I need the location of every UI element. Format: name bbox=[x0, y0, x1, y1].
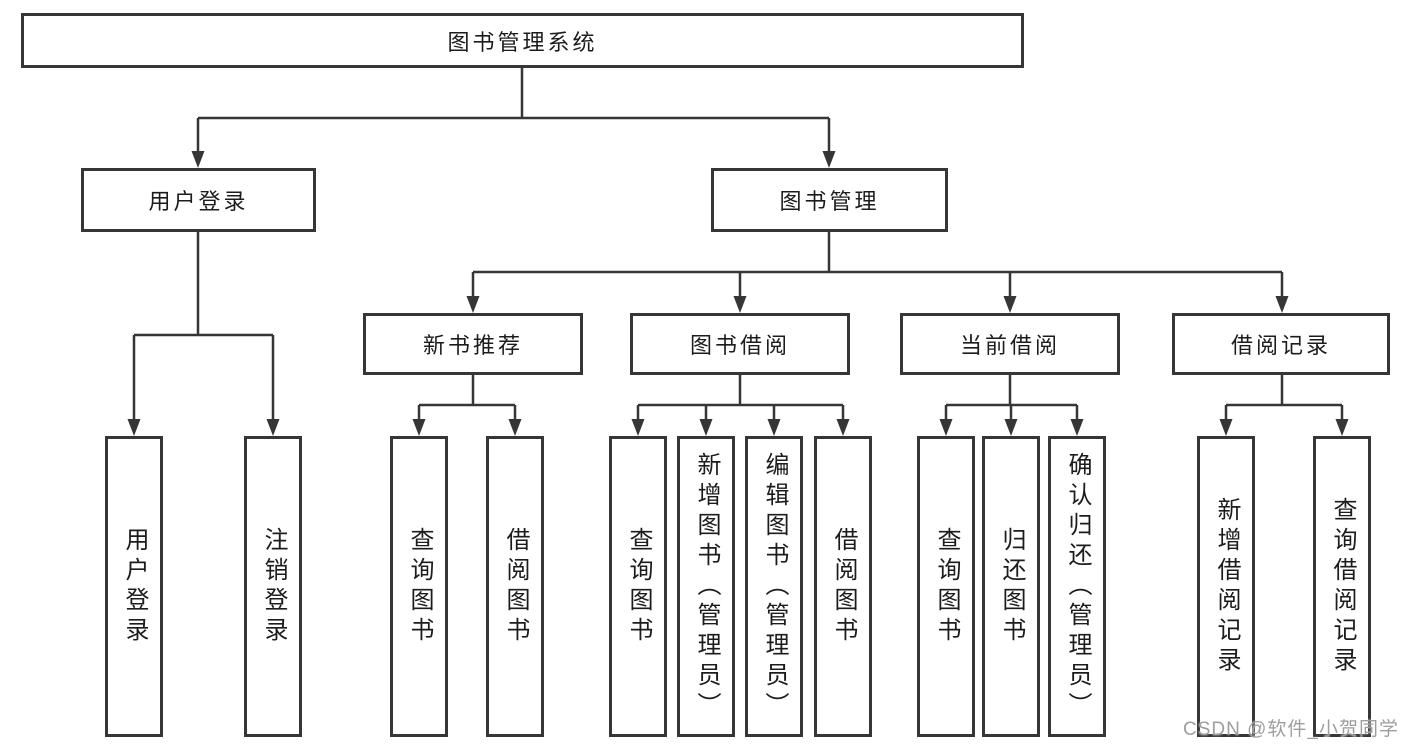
leaf-recommend-borrow-book: 借阅图书 bbox=[486, 436, 544, 737]
leaf-records-query-record: 查询借阅记录 bbox=[1313, 436, 1371, 737]
leaf-borrow-borrow-book-label: 借阅图书 bbox=[830, 526, 857, 647]
node-user-login-branch: 用户登录 bbox=[81, 168, 316, 232]
node-book-management-branch: 图书管理 bbox=[711, 168, 948, 232]
node-current-borrow-label: 当前借阅 bbox=[959, 333, 1060, 358]
leaf-borrow-query-book: 查询图书 bbox=[609, 436, 667, 737]
leaf-recommend-query-book-label: 查询图书 bbox=[406, 526, 433, 647]
leaf-user-login: 用户登录 bbox=[105, 436, 163, 737]
node-borrow-records-label: 借阅记录 bbox=[1230, 333, 1331, 358]
leaf-borrow-add-book-admin-label: 新增图书（管理员） bbox=[693, 451, 720, 722]
leaf-borrow-query-book-label: 查询图书 bbox=[625, 526, 652, 647]
leaf-current-confirm-return-admin: 确认归还（管理员） bbox=[1048, 436, 1106, 737]
leaf-user-logout: 注销登录 bbox=[244, 436, 302, 737]
leaf-borrow-edit-book-admin: 编辑图书（管理员） bbox=[745, 436, 803, 737]
node-new-book-recommend: 新书推荐 bbox=[363, 313, 583, 375]
leaf-current-return-book: 归还图书 bbox=[982, 436, 1040, 737]
leaf-recommend-borrow-book-label: 借阅图书 bbox=[502, 526, 529, 647]
leaf-records-query-record-label: 查询借阅记录 bbox=[1329, 496, 1356, 677]
node-root-system: 图书管理系统 bbox=[21, 13, 1024, 68]
node-user-login-branch-label: 用户登录 bbox=[148, 189, 249, 214]
node-borrow-records: 借阅记录 bbox=[1172, 313, 1390, 375]
node-book-borrow: 图书借阅 bbox=[630, 313, 850, 375]
leaf-current-query-book: 查询图书 bbox=[917, 436, 975, 737]
leaf-records-add-record-label: 新增借阅记录 bbox=[1213, 496, 1240, 677]
node-new-book-recommend-label: 新书推荐 bbox=[422, 333, 523, 358]
node-book-borrow-label: 图书借阅 bbox=[689, 333, 790, 358]
leaf-current-query-book-label: 查询图书 bbox=[933, 526, 960, 647]
node-current-borrow: 当前借阅 bbox=[900, 313, 1120, 375]
leaf-borrow-edit-book-admin-label: 编辑图书（管理员） bbox=[761, 451, 788, 722]
leaf-recommend-query-book: 查询图书 bbox=[390, 436, 448, 737]
node-root-label: 图书管理系统 bbox=[447, 29, 598, 55]
leaf-user-login-label: 用户登录 bbox=[121, 526, 148, 647]
leaf-borrow-borrow-book: 借阅图书 bbox=[814, 436, 872, 737]
leaf-user-logout-label: 注销登录 bbox=[260, 526, 287, 647]
node-book-management-branch-label: 图书管理 bbox=[779, 189, 880, 214]
leaf-borrow-add-book-admin: 新增图书（管理员） bbox=[677, 436, 735, 737]
leaf-current-return-book-label: 归还图书 bbox=[998, 526, 1025, 647]
leaf-current-confirm-return-admin-label: 确认归还（管理员） bbox=[1064, 451, 1091, 722]
leaf-records-add-record: 新增借阅记录 bbox=[1197, 436, 1255, 737]
csdn-watermark: CSDN @软件_小贺同学 bbox=[1183, 719, 1399, 740]
